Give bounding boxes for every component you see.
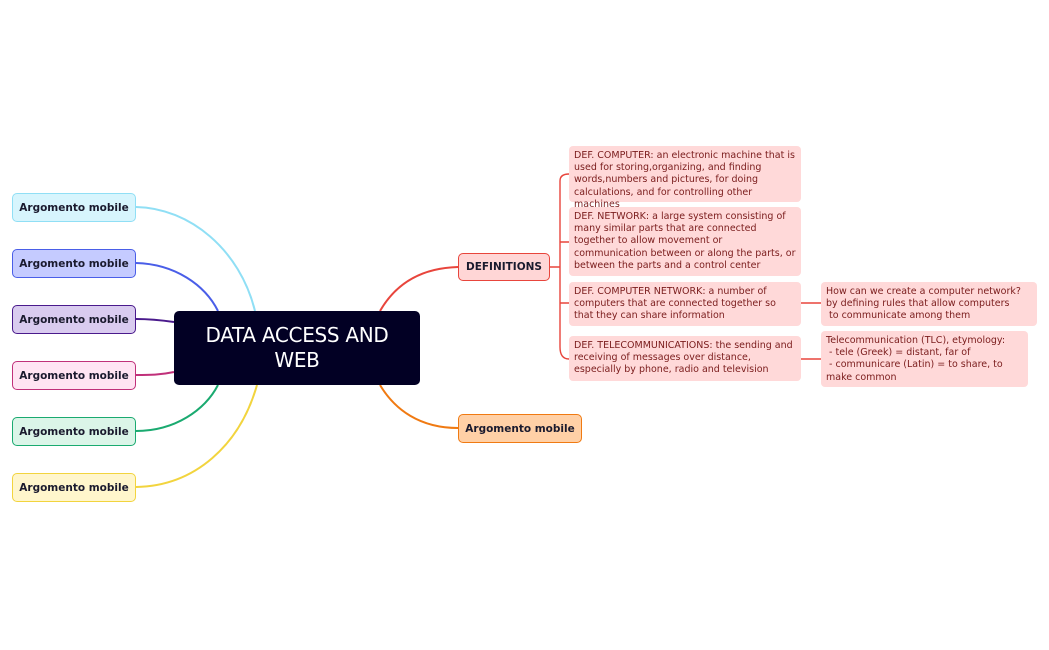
connector-left-5 — [135, 384, 219, 432]
left-topic-2[interactable]: Argomento mobile — [12, 249, 136, 278]
note-computer-network[interactable]: How can we create a computer network? by… — [821, 282, 1037, 326]
definition-computer-network[interactable]: DEF. COMPUTER NETWORK: a number of compu… — [569, 282, 801, 326]
definition-computer[interactable]: DEF. COMPUTER: an electronic machine tha… — [569, 146, 801, 210]
central-topic[interactable]: DATA ACCESS AND WEB — [174, 311, 420, 385]
definition-telecommunications[interactable]: DEF. TELECOMMUNICATIONS: the sending and… — [569, 336, 801, 381]
left-topic-1[interactable]: Argomento mobile — [12, 193, 136, 222]
right-topic-mobile[interactable]: Argomento mobile — [458, 414, 582, 443]
left-topic-4[interactable]: Argomento mobile — [12, 361, 136, 390]
note-telecommunication-etymology[interactable]: Telecommunication (TLC), etymology: - te… — [821, 331, 1028, 387]
left-topic-5[interactable]: Argomento mobile — [12, 417, 136, 446]
connector-left-4 — [135, 371, 175, 376]
connector-left-2 — [135, 262, 219, 312]
definitions-topic[interactable]: DEFINITIONS — [458, 253, 550, 281]
connector-definitions — [379, 266, 459, 312]
connector-left-1 — [135, 206, 256, 312]
left-topic-3[interactable]: Argomento mobile — [12, 305, 136, 334]
connector-right-mobile — [379, 384, 459, 429]
definition-network[interactable]: DEF. NETWORK: a large system consisting … — [569, 207, 801, 276]
definitions-bracket — [550, 173, 570, 360]
left-topic-6[interactable]: Argomento mobile — [12, 473, 136, 502]
connector-left-6 — [135, 384, 258, 488]
connector-left-3 — [135, 318, 175, 323]
